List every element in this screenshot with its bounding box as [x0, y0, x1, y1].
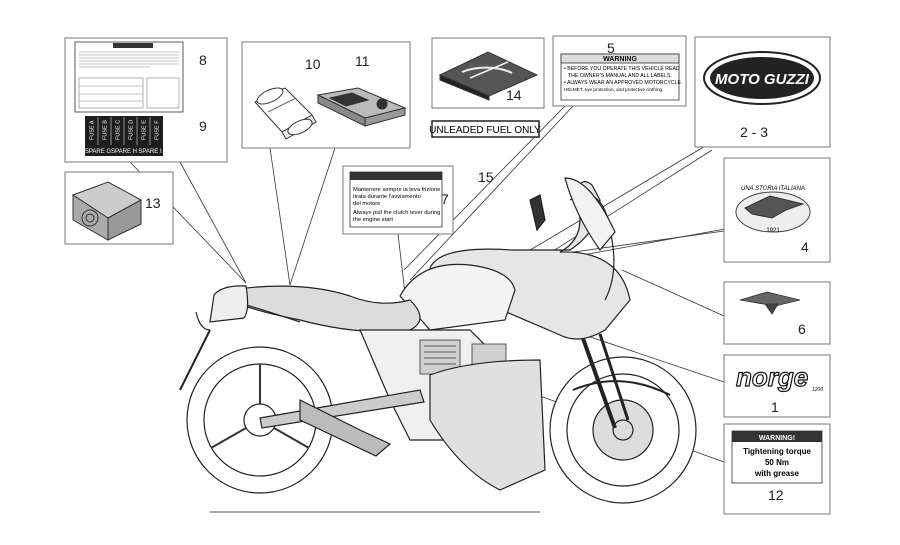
clutch-label-7	[349, 171, 443, 228]
warning-label-8	[74, 41, 184, 113]
callout-10: 10	[305, 56, 321, 72]
warning5-header: WARNING	[603, 56, 637, 63]
torque-line2: 50 Nm	[765, 458, 789, 467]
clutch-en-1: Always pull the clutch lever during	[353, 210, 440, 216]
motorcycle-drawing	[179, 177, 697, 513]
callout-14: 14	[506, 87, 522, 103]
callout-2-3: 2 - 3	[740, 124, 768, 140]
torque-line3: with grease	[754, 469, 800, 478]
warning5-line2: THE OWNER'S MANUAL AND ALL LABELS.	[568, 73, 672, 79]
fuse-label-bottom-1: SPARE H	[111, 149, 137, 155]
owner-manual-11	[316, 87, 407, 127]
emblem-text: UNA STORIA ITALIANA	[741, 186, 805, 192]
fuse-label-bottom-2: SPARE I	[138, 149, 162, 155]
manual-pouch-10	[254, 87, 317, 140]
unleaded-decal-15	[431, 120, 540, 138]
callout-12: 12	[768, 487, 784, 503]
callout-8: 8	[199, 52, 207, 68]
callout-1: 1	[771, 399, 779, 415]
callout-numbers: 8 9 10 11 14 15 5 2 - 3 13 7 4 6 1 12	[145, 40, 809, 503]
emblem-year: 1921	[766, 228, 780, 234]
fuse-label-top-1: FUSE B	[103, 120, 109, 140]
document-folder-14	[438, 51, 539, 101]
fuse-label-top-0: FUSE A	[90, 120, 96, 140]
clutch-en-2: the engine start	[353, 217, 393, 223]
eagle-decal-6	[739, 291, 801, 315]
fuse-label-top-2: FUSE C	[116, 120, 122, 140]
panel-1	[723, 354, 831, 418]
fuse-label-top-4: FUSE E	[142, 120, 148, 140]
callout-4: 4	[801, 239, 809, 255]
panel-6	[723, 281, 831, 345]
fuse-label-9: FUSE A FUSE B FUSE C FUSE D FUSE E FUSE F SPA…	[85, 116, 163, 156]
warning5-line4: HELMET, eye protection, and protective c…	[564, 87, 663, 92]
eagle-emblem-4: UNA STORIA ITALIANA 1921	[723, 157, 831, 263]
torque-header: WARNING!	[759, 435, 795, 442]
clutch-it-1: Mantenere sempre la leva frizione	[353, 187, 440, 193]
unleaded-text: UNLEADED FUEL ONLY	[429, 125, 541, 136]
brand-badge-text: MOTO GUZZI	[715, 71, 810, 88]
clutch-it-2: tirata durante l'avviamento	[353, 194, 421, 200]
model-sub: 1200	[812, 387, 823, 393]
tool-kit-13	[71, 181, 143, 241]
torque-line1: Tightening torque	[743, 447, 811, 456]
callout-6: 6	[798, 321, 806, 337]
warning5-line3: • ALWAYS WEAR AN APPROVED MOTORCYCLE	[564, 80, 681, 86]
model-logo: norge	[736, 362, 808, 392]
callout-7: 7	[441, 191, 449, 207]
fuse-label-top-5: FUSE F	[155, 120, 161, 140]
warning5-line1: • BEFORE YOU OPERATE THIS VEHICLE READ	[564, 66, 680, 72]
warning-label-8-lines	[78, 51, 180, 109]
callout-15: 15	[478, 169, 494, 185]
callout-13: 13	[145, 195, 161, 211]
fuse-label-bottom-0: SPARE G	[85, 149, 112, 155]
fuse-label-top-3: FUSE D	[129, 120, 135, 140]
callout-9: 9	[199, 118, 207, 134]
callout-11: 11	[355, 53, 370, 69]
callout-5: 5	[607, 40, 615, 56]
clutch-it-3: del motore	[353, 201, 380, 207]
